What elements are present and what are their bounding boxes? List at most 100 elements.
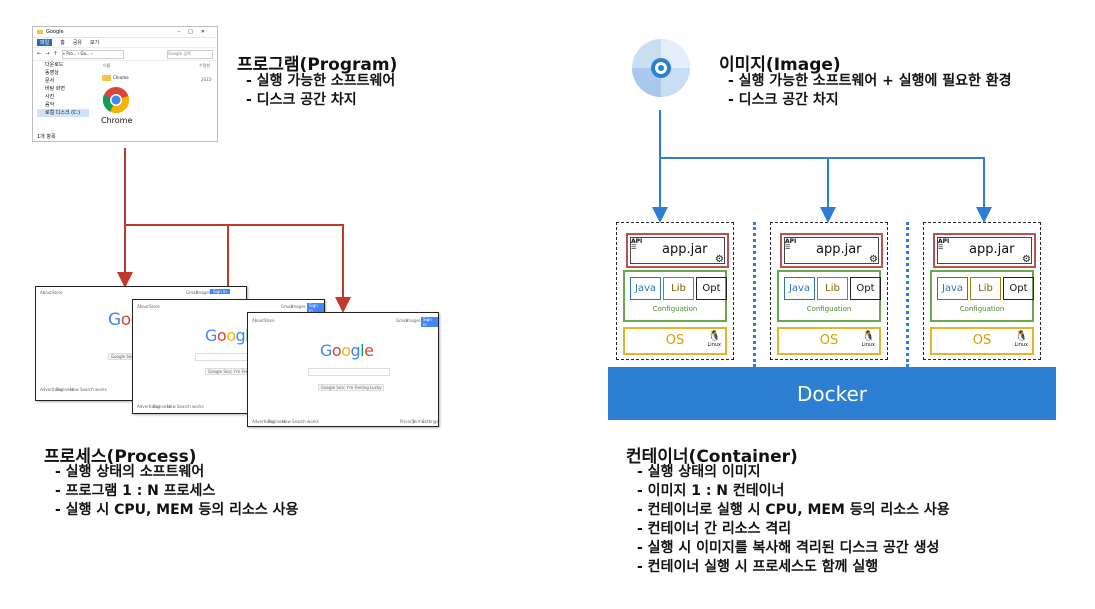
image-bullet: - 디스크 공간 차지 [728,92,839,108]
sidebar-item-downloads[interactable]: 다운로드 [45,62,64,68]
footer-link[interactable]: Business [153,404,171,409]
sidebar-item-desktop[interactable]: 바탕 화면 [45,86,65,92]
nav-store[interactable]: Store [264,318,275,323]
footer-link[interactable]: Terms [412,419,424,424]
process-title: 프로세스(Process) [44,447,197,467]
container-separator [753,222,756,367]
container-bullet: - 이미지 1 : N 컨테이너 [637,483,785,499]
footer-link[interactable]: Advertising [137,404,160,409]
up-icon[interactable]: ↑ [53,51,58,57]
footer-link[interactable]: Advertising [40,387,63,392]
ribbon-tab-home[interactable]: 홈 [60,40,65,46]
nav-gmail[interactable]: Gmail [396,318,408,323]
docker-engine-bar: Docker [608,367,1056,420]
app-layer: API☰ app.jar ⚙ [780,233,883,268]
api-icon: API☰ [631,238,643,251]
module-lib: Lib [663,277,694,300]
column-name[interactable]: 이름 [103,63,111,68]
footer-link[interactable]: Business [268,419,286,424]
footer-link[interactable]: How Search works [282,419,319,424]
program-bullet: - 디스크 공간 차지 [246,92,357,108]
gear-icon: ⚙ [1022,254,1031,265]
config-layer: Java Lib Opt Configuation [623,270,727,322]
api-icon: API☰ [938,238,950,251]
ribbon-tab-view[interactable]: 보기 [90,40,100,46]
sidebar-item-local-disk[interactable]: 로컬 디스크 (C:) [37,109,89,117]
signin-button[interactable]: Sign in [421,317,438,327]
nav-about[interactable]: About [40,290,52,295]
search-input[interactable] [308,368,390,376]
disc-image-icon [632,39,690,97]
nav-images[interactable]: Images [196,290,211,295]
explorer-ribbon: 파일 홈 공유 보기 [33,38,217,48]
sidebar-item-documents[interactable]: 문서 [45,78,55,84]
program-bullets: - 실행 가능한 소프트웨어 - 디스크 공간 차지 [246,72,395,110]
app-jar-label: app.jar [969,242,1015,257]
module-java: Java [937,277,968,300]
explorer-title: Google [46,29,64,35]
file-explorer-window: Google –□✕ 파일 홈 공유 보기 ← → ↑ « Pro... › G… [32,26,218,142]
footer-link[interactable]: Settings [422,419,439,424]
container-stack-3: API☰ app.jar ⚙ Java Lib Opt Configuation… [923,222,1041,360]
os-layer: OS 🐧Linux [777,327,881,355]
footer-link[interactable]: Business [56,387,74,392]
nav-about[interactable]: About [252,318,264,323]
footer-link[interactable]: How Search works [167,404,204,409]
container-separator [906,222,909,367]
linux-icon: 🐧Linux [707,331,721,348]
chrome-icon[interactable] [102,86,130,114]
container-bullet: - 컨테이너 간 리소스 격리 [637,521,792,537]
back-icon[interactable]: ← [37,51,42,57]
gear-icon: ⚙ [869,254,878,265]
process-bullet: - 프로그램 1 : N 프로세스 [55,483,216,499]
nav-gmail[interactable]: Gmail [281,304,293,309]
program-title: 프로그램(Program) [237,55,398,75]
nav-images[interactable]: Images [291,304,306,309]
module-lib: Lib [970,277,1001,300]
footer-link[interactable]: Advertising [252,419,275,424]
explorer-titlebar: Google –□✕ [33,27,217,38]
arrow-process-3 [125,224,351,313]
google-logo: Google [320,341,374,360]
folder-icon[interactable] [102,75,111,81]
ribbon-tab-file[interactable]: 파일 [37,39,53,46]
status-bar: 1개 항목 [37,134,56,140]
footer-link[interactable]: How Search works [70,387,107,392]
window-controls-icon[interactable]: –□✕ [177,29,213,35]
footer-link[interactable]: Privacy [400,419,415,424]
sidebar-item-videos[interactable]: 동영상 [45,70,59,76]
nav-images[interactable]: Images [406,318,421,323]
program-bullet: - 실행 가능한 소프트웨어 [246,73,396,89]
file-chrome-folder[interactable]: Chrome [113,75,129,80]
module-java: Java [784,277,815,300]
container-bullet: - 컨테이너 실행 시 프로세스도 함께 실행 [637,559,879,575]
lucky-button[interactable]: I'm Feeling Lucky [344,384,385,391]
signin-button[interactable]: Sign in [307,303,324,313]
address-bar[interactable]: « Pro... › Go... › [61,49,124,59]
os-layer: OS 🐧Linux [623,327,727,355]
signin-button[interactable]: Sign in [210,289,230,294]
gear-icon: ⚙ [715,254,724,265]
explorer-search-input[interactable]: Google 검색 [167,49,213,59]
os-label: OS [819,333,839,348]
explorer-sidebar: 다운로드 동영상 문서 바탕 화면 사진 음악 로컬 디스크 (C:) [37,61,89,117]
forward-icon[interactable]: → [45,51,50,57]
module-lib: Lib [817,277,848,300]
nav-store[interactable]: Store [52,290,63,295]
ribbon-tab-share[interactable]: 공유 [72,40,83,46]
image-title: 이미지(Image) [719,55,841,75]
folder-icon [37,30,43,34]
linux-icon: 🐧Linux [1014,331,1028,348]
nav-about[interactable]: About [137,304,149,309]
sidebar-item-pictures[interactable]: 사진 [45,94,55,100]
container-bullet: - 실행 시 이미지를 복사해 격리된 디스크 공간 생성 [637,540,940,556]
sidebar-item-music[interactable]: 음악 [45,102,55,108]
browser-window-3[interactable]: About Store Gmail Images Sign in Google … [247,312,439,427]
container-bullets: - 실행 상태의 이미지 - 이미지 1 : N 컨테이너 - 컨테이너로 실행… [637,463,950,577]
process-bullets: - 실행 상태의 소프트웨어 - 프로그램 1 : N 프로세스 - 실행 시 … [55,463,298,520]
column-date[interactable]: 수정한 [199,63,211,68]
container-bullet: - 실행 상태의 이미지 [637,464,761,480]
nav-gmail[interactable]: Gmail [186,290,198,295]
nav-store[interactable]: Store [149,304,160,309]
